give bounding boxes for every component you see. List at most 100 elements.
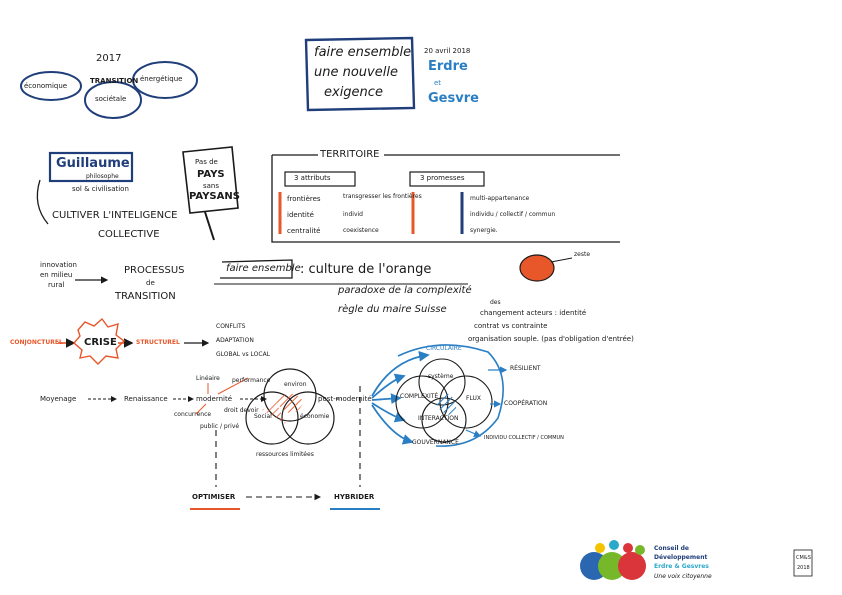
org-tagline: Une voix citoyenne [654,573,712,580]
complexite-label: COMPLEXITÉ [400,393,439,400]
public-prive-label: public / privé [200,423,240,430]
societale-oval [84,81,142,119]
economique-oval [20,71,82,101]
promesse-3: synergie. [470,227,498,234]
orange-fruit [519,254,555,282]
attribut-1: frontières [287,195,321,203]
stamp-line-1: CM&S [796,555,811,561]
processus-line-2: de [146,279,155,287]
promesses-box [409,171,485,187]
droit-devoir-label: droit devoir [224,407,259,414]
org-line-1: Conseil de [654,545,690,552]
attribut-3: centralité [287,227,321,235]
sign-line-4: PAYSANS [189,191,240,202]
venn-circle-social [245,391,299,445]
renaissance-label: Renaissance [124,395,168,403]
interaction-label: INTERACTION [418,415,459,422]
cultiver-line-1: CULTIVER L'INTELIGENCE [52,210,178,221]
speaker-name: Guillaume [56,156,130,171]
energetique-oval [132,61,198,99]
conjoncturel-label: CONJONCTUREL [10,339,63,346]
title-box [304,36,416,112]
systeme-label: système [428,373,454,380]
regle-label: règle du maire Suisse [338,304,447,315]
des-label: des [490,299,501,306]
attribut-right-3: coexistence [343,227,379,234]
org-place: Erdre & Gesvres [654,563,709,570]
innovation-line-1: innovation [40,261,77,269]
year-label: 2017 [96,53,122,64]
circulaire-label: CIRCULAIRE [426,345,462,352]
sign-line-1: Pas de [195,158,218,166]
ressources-label: ressources limitées [256,451,314,458]
economie-label: économie [300,413,330,420]
sign-line-3: sans [203,182,220,190]
contrat-label: contrat vs contrainte [474,322,548,330]
transition-label: TRANSITION [90,77,139,85]
resilient-label: RÉSILIENT [510,365,541,372]
lineaire-label: Linéaire [196,375,220,382]
moyenage-label: Moyenage [40,395,77,403]
title-line-2: une nouvelle [314,65,398,80]
gouvernance-label: GOUVERNANCE [412,439,459,446]
logo-mark [580,540,646,580]
cultiver-line-2: COLLECTIVE [98,229,160,240]
place-line-1: Erdre [428,59,468,74]
guillaume-box [48,151,134,183]
attribut-right-2: individ [343,211,363,218]
date-label: 20 avril 2018 [424,47,471,55]
energetique-label: énergétique [140,75,183,83]
concurrence-label: concurrence [174,411,212,418]
faire-ensemble-label: faire ensemble [226,263,301,274]
flux-label: FLUX [466,395,481,402]
structurel-label: STRUCTUREL [136,339,180,346]
processus-line-1: PROCESSUS [124,265,185,276]
sign-board [182,146,239,214]
title-line-3: exigence [324,85,383,100]
paradoxe-label: paradoxe de la complexité [338,285,472,296]
org-line-2: Développement [654,554,708,561]
crise-bullet-1: CONFLITS [216,323,246,330]
innovation-line-3: rural [48,281,65,289]
crise-bullet-2: ADAPTATION [216,337,254,344]
promesses-title: 3 promesses [420,174,465,182]
speaker-sub: sol & civilisation [72,185,129,193]
place-line-3: Gesvre [428,91,479,106]
societale-label: sociétale [95,95,127,103]
individu-collectif-label: INDIVIDU COLLECTIF / COMMUN [484,435,564,441]
social-label: Social [254,413,272,420]
environ-label: environ [284,381,307,388]
zeste-label: zeste [574,251,591,258]
optimiser-label: OPTIMISER [192,493,236,501]
modernite-label: modernité [196,395,233,403]
post-modernite-label: post-modernité [318,395,372,403]
promesse-2: individu / collectif / commun [470,211,556,218]
stamp-box [793,549,813,577]
territoire-title: TERRITOIRE [320,149,380,160]
crise-bullet-3: GLOBAL vs LOCAL [216,351,271,358]
performance-label: performance [232,377,271,384]
culture-label: : culture de l'orange [300,262,432,277]
attribut-right-1: transgresser les frontières [343,193,422,200]
stamp-line-2: 2018 [797,565,810,571]
venn-circle-environ [263,368,317,422]
sign-post [204,211,215,241]
crise-label: CRISE [84,337,117,348]
cooperation-label: COOPÉRATION [504,400,548,407]
attributs-box [284,171,356,187]
attribut-2: identité [287,211,314,219]
speaker-role: philosophe [86,173,119,180]
sign-line-2: PAYS [197,169,225,180]
organisation-label: organisation souple. (pas d'obligation d… [468,335,634,343]
innovation-line-2: en milieu [40,271,73,279]
processus-line-3: TRANSITION [115,291,176,302]
cultiver-brace [36,179,49,225]
title-line-1: faire ensemble [314,45,412,60]
attributs-title: 3 attributs [294,174,331,182]
economique-label: économique [24,82,68,90]
place-line-2: et [434,79,442,87]
hybrider-label: HYBRIDER [334,493,375,501]
crise-burst [73,317,126,365]
promesse-1: multi-appartenance [470,195,530,202]
